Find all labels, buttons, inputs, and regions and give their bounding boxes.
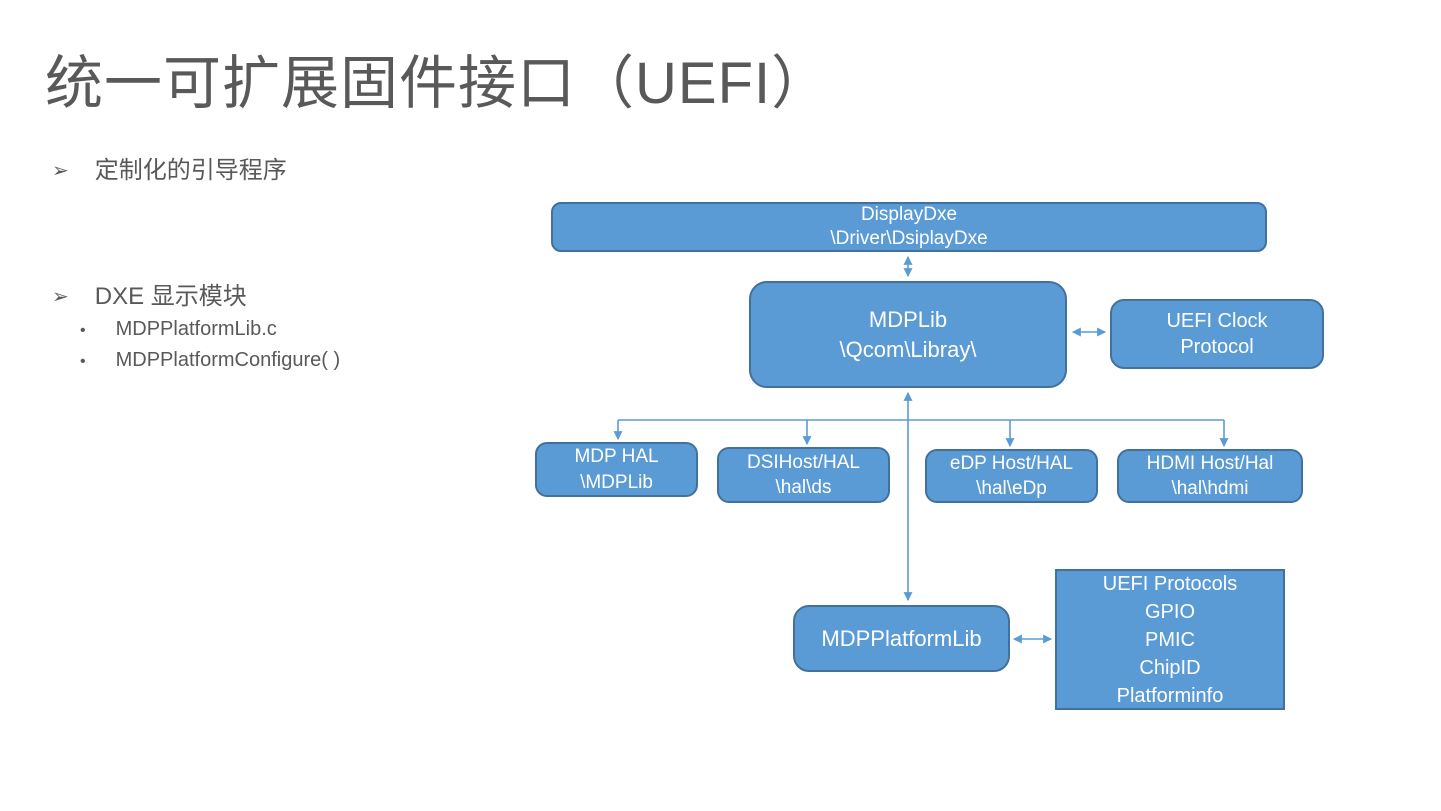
node-label: HDMI Host/Hal (1146, 452, 1274, 474)
node-label: MDPLib (868, 307, 948, 333)
node-label: eDP Host/HAL (949, 452, 1074, 474)
node-mdp-hal: MDP HAL \MDPLib (535, 442, 698, 497)
sub-bullet-mdpplatformconfigure: • MDPPlatformConfigure( ) (80, 349, 340, 372)
bullet-text: MDPPlatformLib.c (115, 318, 277, 340)
dot-bullet-icon: • (80, 322, 86, 339)
node-label: UEFI Protocols (1102, 572, 1238, 595)
bullet-item-dxe-module: ➢ DXE 显示模块 (52, 276, 247, 311)
node-sublabel: \hal\ds (775, 477, 832, 498)
node-label: UEFI Clock (1166, 309, 1268, 332)
node-uefi-clock-protocol: UEFI Clock Protocol (1110, 299, 1324, 369)
node-sublabel: GPIO (1144, 600, 1195, 623)
node-sublabel: \Driver\DsiplayDxe (830, 228, 988, 249)
arrow-bullet-icon: ➢ (52, 160, 69, 182)
node-sublabel: ChipID (1139, 656, 1201, 679)
arrow-bullet-icon: ➢ (52, 286, 69, 308)
sub-bullet-mdpplatformlib: • MDPPlatformLib.c (80, 318, 277, 341)
node-label: DSIHost/HAL (747, 451, 860, 473)
bullet-text: 定制化的引导程序 (94, 157, 287, 184)
node-display-dxe: DisplayDxe \Driver\DsiplayDxe (551, 202, 1267, 252)
node-sublabel: \hal\hdmi (1171, 478, 1249, 499)
node-edp-host-hal: eDP Host/HAL \hal\eDp (925, 449, 1098, 503)
node-dsi-host-hal: DSIHost/HAL \hal\ds (717, 447, 890, 503)
node-mdp-platform-lib: MDPPlatformLib (793, 605, 1010, 672)
node-uefi-protocols: UEFI Protocols GPIO PMIC ChipID Platform… (1055, 569, 1285, 710)
node-sublabel: Protocol (1180, 336, 1254, 358)
node-label: MDPPlatformLib (821, 625, 982, 651)
node-sublabel: \hal\eDp (976, 478, 1047, 499)
node-mdplib: MDPLib \Qcom\Libray\ (749, 281, 1067, 388)
bullet-item-boot-program: ➢ 定制化的引导程序 (52, 150, 287, 185)
node-sublabel: PMIC (1145, 628, 1195, 651)
node-sublabel: \Qcom\Libray\ (839, 336, 977, 362)
node-label: MDP HAL (574, 446, 659, 468)
node-hdmi-host-hal: HDMI Host/Hal \hal\hdmi (1117, 449, 1303, 503)
dot-bullet-icon: • (80, 353, 86, 370)
bullet-text: DXE 显示模块 (94, 283, 247, 310)
bullet-text: MDPPlatformConfigure( ) (115, 349, 341, 371)
page-title: 统一可扩展固件接口（UEFI） (45, 51, 831, 116)
node-label: DisplayDxe (860, 204, 958, 226)
node-sublabel: Platforminfo (1116, 684, 1224, 707)
node-sublabel: \MDPLib (580, 471, 653, 493)
